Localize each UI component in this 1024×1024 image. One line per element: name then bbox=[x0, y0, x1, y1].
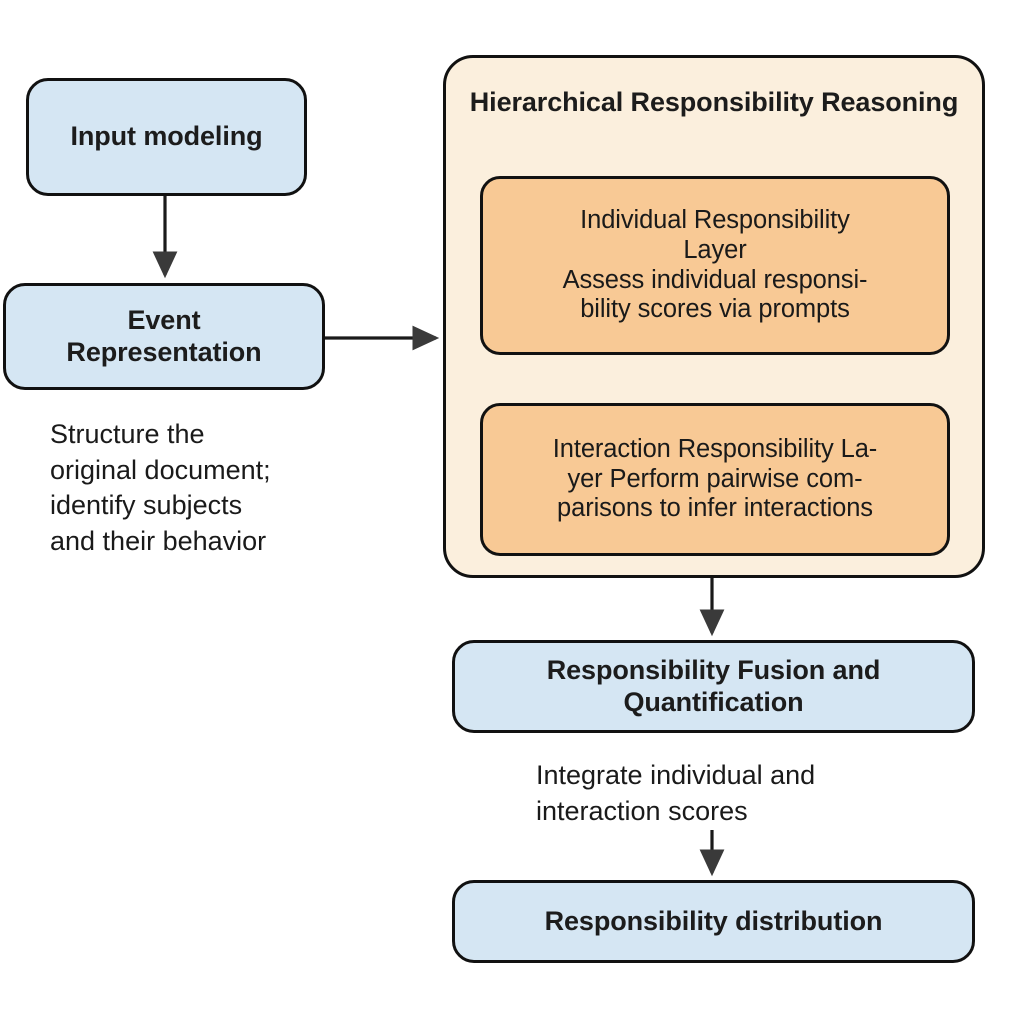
panel-title: Hierarchical Responsibility Reasoning bbox=[469, 87, 959, 117]
node-responsibility-distribution[interactable]: Responsibility distribution bbox=[452, 880, 975, 963]
node-interaction-responsibility-layer[interactable]: Interaction Responsibility La- yer Perfo… bbox=[480, 403, 950, 556]
node-interaction-responsibility-layer-label: Interaction Responsibility La- yer Perfo… bbox=[552, 435, 878, 523]
node-input-modeling-label: Input modeling bbox=[70, 121, 263, 152]
node-individual-responsibility-layer[interactable]: Individual Responsibility Layer Assess i… bbox=[480, 176, 950, 355]
node-responsibility-fusion-label: Responsibility Fusion and Quantification bbox=[546, 655, 881, 717]
node-responsibility-fusion-and-quantification[interactable]: Responsibility Fusion and Quantification bbox=[452, 640, 975, 733]
node-input-modeling[interactable]: Input modeling bbox=[26, 78, 307, 196]
node-event-representation-label: Event Representation bbox=[66, 305, 262, 367]
node-responsibility-distribution-label: Responsibility distribution bbox=[544, 905, 883, 936]
node-event-representation[interactable]: Event Representation bbox=[3, 283, 325, 390]
panel-hierarchical-responsibility-reasoning[interactable]: Hierarchical Responsibility Reasoning In… bbox=[443, 55, 985, 578]
node-individual-responsibility-layer-label: Individual Responsibility Layer Assess i… bbox=[562, 206, 868, 324]
caption-event-representation: Structure the original document; identif… bbox=[50, 419, 271, 556]
caption-fusion: Integrate individual and interaction sco… bbox=[536, 760, 816, 826]
